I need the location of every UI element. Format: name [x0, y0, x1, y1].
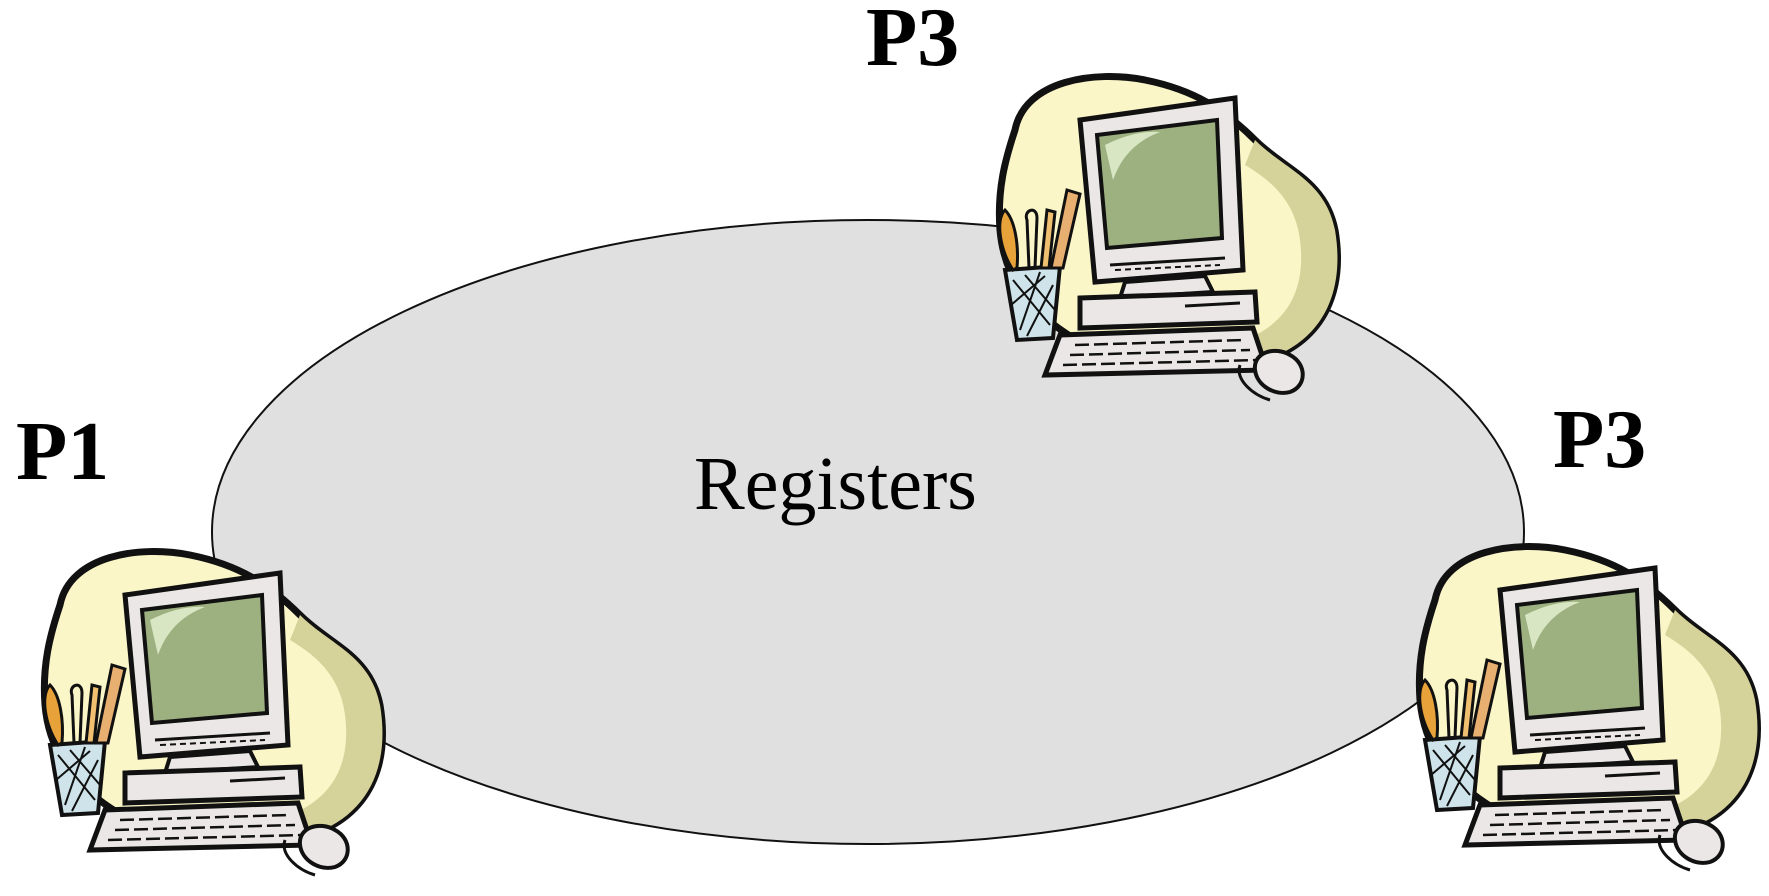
node-label-top: P3: [866, 0, 960, 84]
registers-label: Registers: [694, 442, 977, 526]
node-label-right: P3: [1553, 393, 1647, 486]
node-label-left: P1: [16, 405, 110, 498]
registers-ellipse: [211, 219, 1525, 845]
computer-icon: [1419, 547, 1757, 870]
